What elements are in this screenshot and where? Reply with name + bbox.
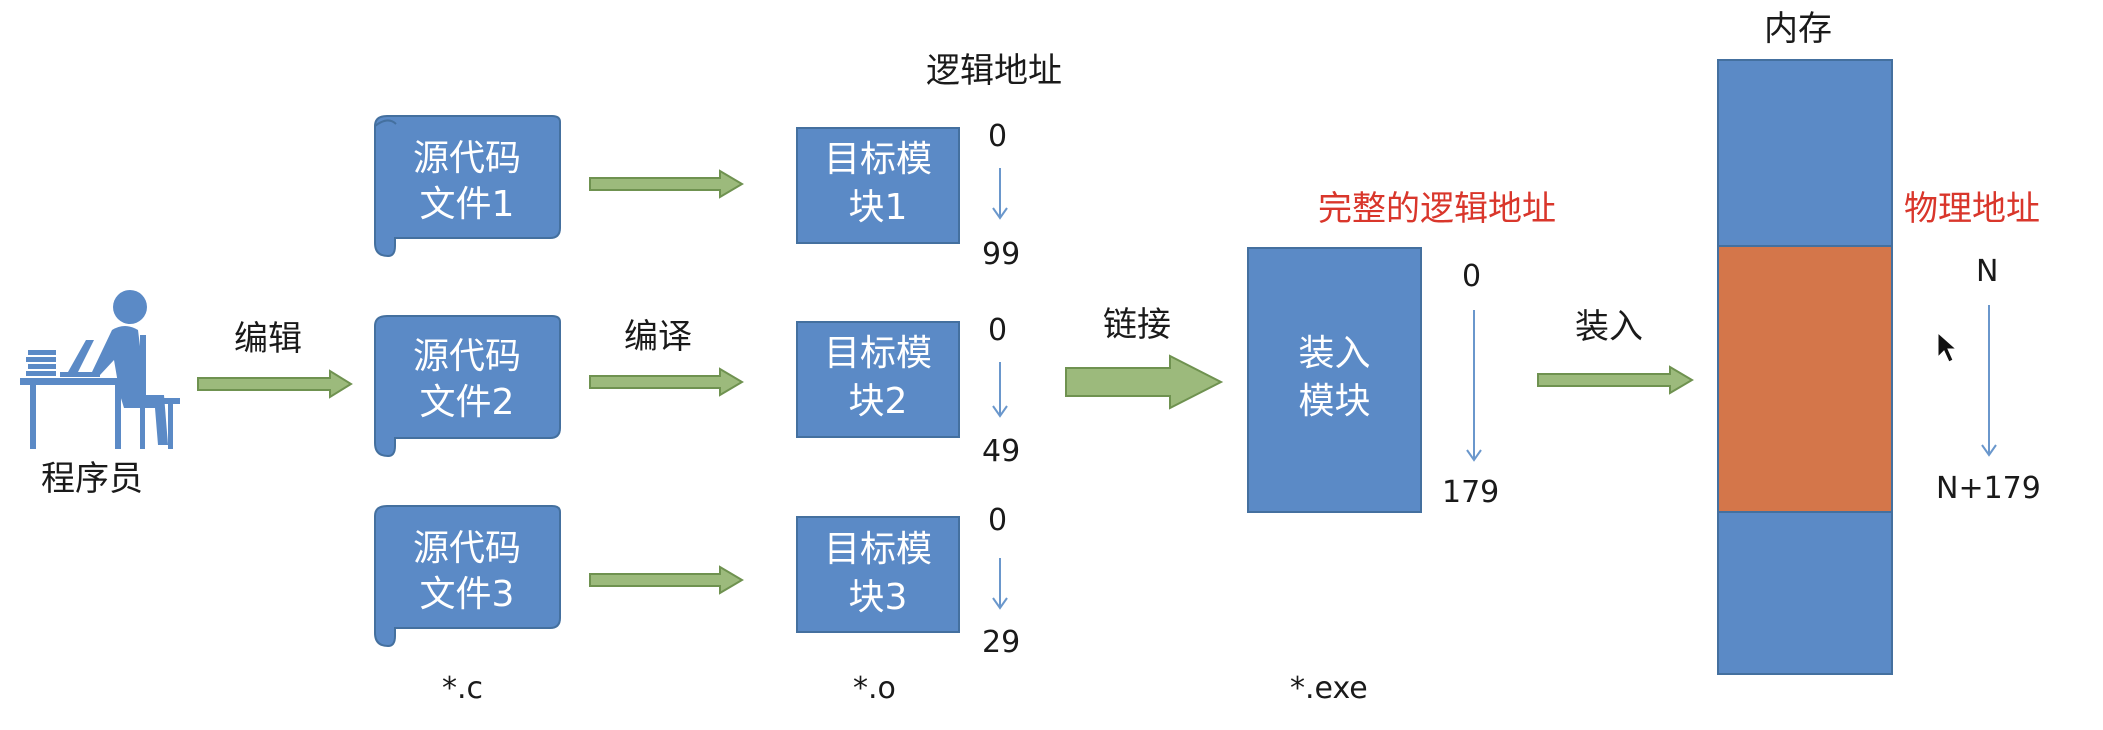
object-module-3-start: 0 (988, 503, 1008, 538)
memory-column (1717, 59, 1893, 675)
load-module-end: 179 (1442, 475, 1500, 510)
edit-arrow (197, 369, 353, 399)
ext-exe-label: *.exe (1290, 671, 1368, 706)
object-module-2 (796, 321, 960, 438)
source-file-2-text: 源代码 文件2 (392, 334, 542, 426)
compile-arrow-1 (589, 169, 744, 199)
memory-label: 内存 (1764, 9, 1832, 49)
source-file-2-line2: 文件2 (419, 382, 515, 423)
source-file-2-line1: 源代码 (412, 336, 521, 377)
load-arrow (1537, 365, 1694, 395)
load-module-text: 装入 模块 (1248, 330, 1421, 426)
physical-end: N+179 (1936, 471, 2041, 506)
programmer-label: 程序员 (41, 459, 143, 499)
object-module-1-line2: 块1 (848, 187, 908, 228)
physical-address-label: 物理地址 (1904, 189, 2040, 229)
ext-o-label: *.o (853, 671, 896, 706)
object-module-2-line1: 目标模 (823, 333, 932, 374)
object-module-3-text: 目标模 块3 (797, 526, 959, 622)
source-file-1 (374, 115, 561, 257)
logical-address-label: 逻辑地址 (926, 51, 1062, 91)
programmer-icon (20, 290, 180, 449)
object-module-3 (796, 516, 960, 633)
object-module-3-end: 29 (982, 625, 1021, 660)
source-file-3-text: 源代码 文件3 (392, 526, 542, 618)
link-arrow (1065, 354, 1224, 410)
load-module-line2: 模块 (1298, 381, 1371, 422)
source-file-1-line1: 源代码 (412, 138, 521, 179)
edit-label: 编辑 (234, 319, 302, 359)
address-arrow-3 (992, 558, 1008, 610)
link-label: 链接 (1103, 305, 1171, 345)
object-module-1-text: 目标模 块1 (797, 136, 959, 232)
source-file-1-text: 源代码 文件1 (392, 136, 542, 228)
address-arrow-2 (992, 362, 1008, 418)
address-arrow-1 (992, 168, 1008, 220)
object-module-1 (796, 127, 960, 244)
source-file-1-line2: 文件1 (419, 184, 515, 225)
source-file-3-line2: 文件3 (419, 574, 515, 615)
source-file-3-line1: 源代码 (412, 528, 521, 569)
ext-c-label: *.c (442, 671, 484, 706)
compile-arrow-3 (589, 565, 744, 595)
object-module-1-start: 0 (988, 119, 1008, 154)
address-arrow-load (1466, 310, 1482, 462)
object-module-2-end: 49 (982, 434, 1021, 469)
object-module-2-text: 目标模 块2 (797, 330, 959, 426)
object-module-1-end: 99 (982, 237, 1021, 272)
compile-label: 编译 (624, 317, 692, 357)
compile-arrow-2 (589, 367, 744, 397)
object-module-2-start: 0 (988, 313, 1008, 348)
load-module-line1: 装入 (1298, 333, 1371, 374)
load-module (1247, 247, 1422, 513)
address-arrow-physical (1981, 305, 1997, 457)
object-module-3-line1: 目标模 (823, 529, 932, 570)
object-module-1-line1: 目标模 (823, 139, 932, 180)
physical-start: N (1976, 254, 1999, 289)
memory-loaded-region (1717, 245, 1893, 513)
complete-logical-address-label: 完整的逻辑地址 (1318, 189, 1556, 229)
load-label: 装入 (1575, 307, 1643, 347)
load-module-start: 0 (1462, 259, 1482, 294)
cursor-icon (1937, 331, 1958, 363)
object-module-2-line2: 块2 (848, 381, 908, 422)
object-module-3-line2: 块3 (848, 577, 908, 618)
